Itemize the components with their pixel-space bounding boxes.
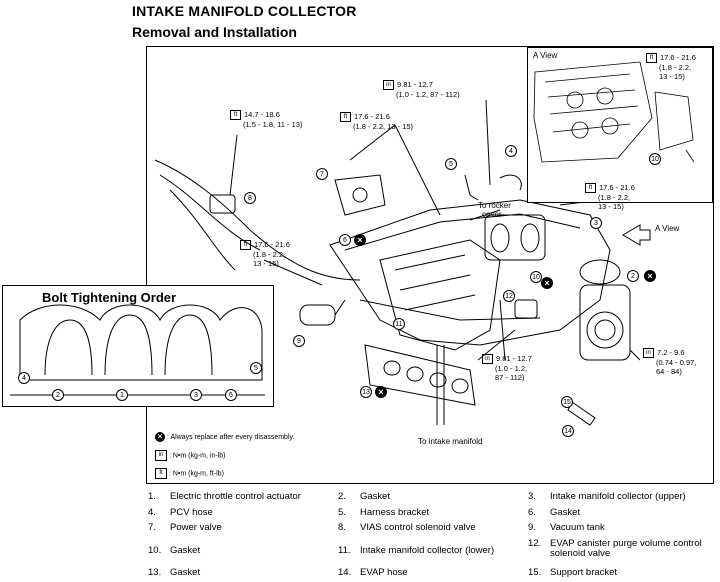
torque-ft-lb-icon: ft bbox=[585, 183, 596, 193]
bolt-order-2: 2 bbox=[52, 389, 64, 401]
lower-collector-shape bbox=[379, 239, 501, 351]
replace-icon: × bbox=[155, 432, 165, 442]
callout-10: 10 bbox=[649, 153, 661, 165]
part-11: 11.Intake manifold collector (lower) bbox=[338, 545, 495, 556]
a-view-arrow-label: A View bbox=[655, 224, 680, 233]
callout-5: 5 bbox=[445, 158, 457, 170]
power-valve-shape bbox=[334, 174, 386, 216]
callout-6: 6 bbox=[339, 234, 351, 246]
callout-8: 8 bbox=[244, 192, 256, 204]
torque-ft-lb-icon: ft bbox=[340, 112, 351, 122]
part-14: 14.EVAP hose bbox=[338, 567, 408, 578]
upper-collector-shape bbox=[329, 199, 611, 346]
replace-icon: × bbox=[644, 270, 656, 282]
to-intake-manifold-label: To intake manifold bbox=[418, 437, 483, 446]
replace-icon: × bbox=[541, 277, 553, 289]
bolt-order-4: 4 bbox=[18, 372, 30, 384]
torque-ft-lb-icon: ft bbox=[155, 468, 167, 479]
vias-solenoid-shape bbox=[209, 194, 236, 214]
callout-3: 3 bbox=[590, 217, 602, 229]
torque-in-lb-icon: in bbox=[482, 354, 493, 364]
part-4: 4.PCV hose bbox=[148, 507, 213, 518]
gasket-rings bbox=[484, 214, 546, 261]
callout-12: 12 bbox=[503, 290, 515, 302]
a-view-arrow bbox=[622, 224, 651, 246]
gasket-2-shape bbox=[579, 259, 621, 285]
part-15: 15.Support bracket bbox=[528, 567, 618, 578]
part-7: 7.Power valve bbox=[148, 522, 222, 533]
a-view-inset-label: A View bbox=[533, 51, 558, 60]
evap-solenoid-shape bbox=[514, 299, 538, 319]
gasket-13-shape bbox=[364, 344, 476, 406]
torque-in-lb-icon: in bbox=[155, 450, 167, 461]
part-8: 8.VIAS control solenoid valve bbox=[338, 522, 476, 533]
part-1: 1.Electric throttle control actuator bbox=[148, 491, 301, 502]
page-subtitle: Removal and Installation bbox=[132, 24, 297, 40]
replace-icon: × bbox=[354, 234, 366, 246]
part-13: 13.Gasket bbox=[148, 567, 201, 578]
bolt-order-3: 3 bbox=[190, 389, 202, 401]
part-10: 10.Gasket bbox=[148, 545, 201, 556]
callout-14: 14 bbox=[562, 425, 574, 437]
replace-icon: × bbox=[375, 386, 387, 398]
throttle-body-shape bbox=[579, 284, 631, 361]
legend: × : Always replace after every disassemb… bbox=[155, 432, 294, 482]
torque-ft-lb-icon: ft bbox=[240, 240, 251, 250]
part-2: 2.Gasket bbox=[338, 491, 391, 502]
callout-9: 9 bbox=[293, 335, 305, 347]
callout-15: 15 bbox=[561, 396, 573, 408]
page-title: INTAKE MANIFOLD COLLECTOR bbox=[132, 3, 357, 19]
bolt-order-title: Bolt Tightening Order bbox=[42, 290, 177, 305]
bolt-order-6: 6 bbox=[225, 389, 237, 401]
torque-in-lb-icon: in bbox=[383, 80, 394, 90]
part-5: 5.Harness bracket bbox=[338, 507, 430, 518]
part-3: 3.Intake manifold collector (upper) bbox=[528, 491, 686, 502]
to-rocker-cover-label: To rocker cover bbox=[478, 201, 511, 219]
callout-4: 4 bbox=[505, 145, 517, 157]
callout-10-b: 10 bbox=[530, 271, 542, 283]
callout-13: 13 bbox=[360, 386, 372, 398]
part-9: 9.Vacuum tank bbox=[528, 522, 605, 533]
part-6: 6.Gasket bbox=[528, 507, 581, 518]
callout-11: 11 bbox=[393, 318, 405, 330]
torque-in-lb-icon: in bbox=[643, 348, 654, 358]
bolt-order-5: 5 bbox=[250, 362, 262, 374]
callout-7: 7 bbox=[316, 168, 328, 180]
torque-ft-lb-icon: ft bbox=[230, 110, 241, 120]
callout-2: 2 bbox=[627, 270, 639, 282]
torque-ft-lb-icon: ft bbox=[646, 53, 657, 63]
part-12: 12.EVAP canister purge volume control so… bbox=[528, 538, 702, 559]
diagram-frame bbox=[146, 46, 714, 484]
vacuum-tank-shape bbox=[299, 299, 346, 326]
bolt-order-1: 1 bbox=[116, 389, 128, 401]
